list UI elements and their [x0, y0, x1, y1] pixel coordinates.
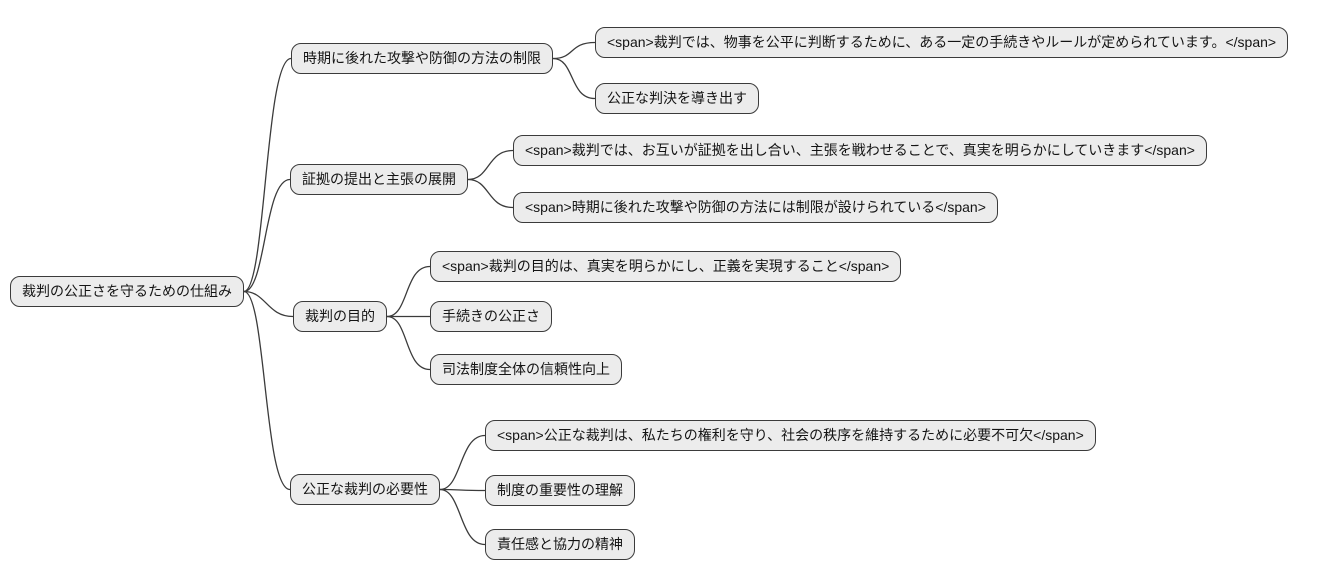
mindmap-node-root[interactable]: 裁判の公正さを守るための仕組み [10, 276, 244, 307]
mindmap-node-branch-4[interactable]: 公正な裁判の必要性 [290, 474, 440, 505]
mindmap-node-branch-1-child-2[interactable]: 公正な判決を導き出す [595, 83, 759, 114]
mindmap-node-branch-3-child-1[interactable]: <span>裁判の目的は、真実を明らかにし、正義を実現すること</span> [430, 251, 902, 282]
mindmap-node-branch-4-child-2[interactable]: 制度の重要性の理解 [485, 475, 635, 506]
mindmap-node-branch-1[interactable]: 時期に後れた攻撃や防御の方法の制限 [291, 43, 553, 74]
mindmap-node-branch-2-child-1[interactable]: <span>裁判では、お互いが証拠を出し合い、主張を戦わせることで、真実を明らか… [513, 135, 1207, 166]
mindmap-node-branch-4-child-1[interactable]: <span>公正な裁判は、私たちの権利を守り、社会の秩序を維持するために必要不可… [485, 420, 1096, 451]
mindmap-node-branch-3-child-3[interactable]: 司法制度全体の信頼性向上 [430, 354, 622, 385]
mindmap-node-branch-3[interactable]: 裁判の目的 [293, 301, 387, 332]
mindmap-node-branch-2[interactable]: 証拠の提出と主張の展開 [290, 164, 468, 195]
mindmap-node-branch-3-child-2[interactable]: 手続きの公正さ [430, 301, 552, 332]
mindmap-node-branch-2-child-2[interactable]: <span>時期に後れた攻撃や防御の方法には制限が設けられている</span> [513, 192, 998, 223]
mindmap-node-branch-4-child-3[interactable]: 責任感と協力の精神 [485, 529, 635, 560]
mindmap-node-branch-1-child-1[interactable]: <span>裁判では、物事を公平に判断するために、ある一定の手続きやルールが定め… [595, 27, 1289, 58]
